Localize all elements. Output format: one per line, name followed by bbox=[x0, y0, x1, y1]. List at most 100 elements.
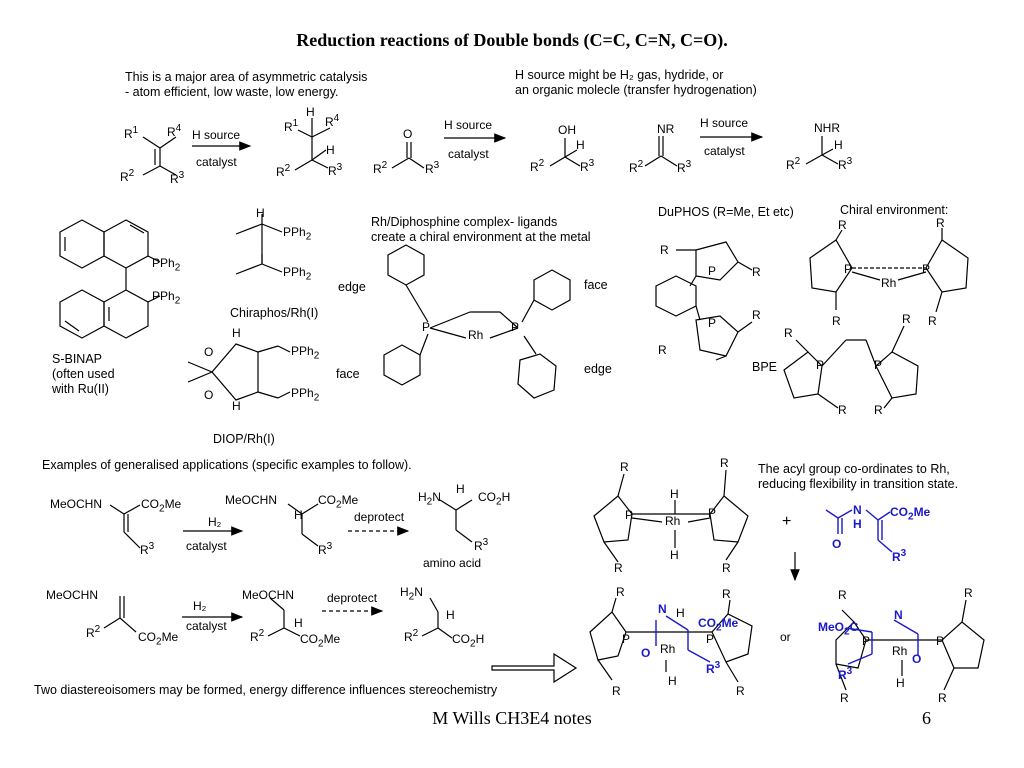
label-rh-ts2: Rh bbox=[892, 644, 908, 658]
reagent-label-2-bottom: catalyst bbox=[448, 147, 489, 161]
reagent-label-1-top: H source bbox=[192, 128, 241, 142]
page-title: Reduction reactions of Double bonds (C=C… bbox=[296, 30, 728, 50]
label-p-complex-2: P bbox=[511, 320, 520, 334]
label-o: O bbox=[403, 127, 413, 141]
label-o-ts1: O bbox=[641, 646, 651, 660]
label-nh-ts2: N bbox=[894, 608, 903, 622]
label-r4-prod: R4 bbox=[325, 113, 340, 129]
label-co2me-ts2: MeO2C bbox=[818, 620, 859, 638]
label-h-aa-1: H bbox=[456, 482, 465, 496]
label-pph2-diop-2: PPh2 bbox=[291, 386, 320, 404]
label-r-ts1-4: R bbox=[736, 684, 745, 698]
label-co2me-3: CO2Me bbox=[138, 630, 179, 648]
label-r3-prod: R3 bbox=[328, 162, 343, 178]
label-meocohn-2: MeOCHN bbox=[225, 493, 278, 507]
intro-line-1: This is a major area of asymmetric catal… bbox=[125, 70, 368, 84]
label-h-diop-2: H bbox=[232, 399, 241, 413]
label-meocohn-4: MeOCHN bbox=[242, 588, 295, 602]
label-pph2-chiraphos-1: PPh2 bbox=[283, 225, 312, 243]
label-r-duphos-2: R bbox=[752, 265, 761, 279]
alkene-substrate bbox=[142, 136, 177, 176]
label-h-ts2: H bbox=[896, 676, 905, 690]
label-r3-blue: R3 bbox=[892, 548, 907, 564]
rh-hydride-complex bbox=[593, 469, 749, 563]
acyl-note-2: reducing flexibility in transition state… bbox=[758, 477, 959, 491]
label-h-diop-1: H bbox=[232, 326, 241, 340]
label-r3-prod-1: R3 bbox=[318, 541, 333, 557]
label-o-ts2: O bbox=[912, 652, 922, 666]
label-h-prod-2: H bbox=[294, 616, 303, 630]
plus-sign: + bbox=[782, 513, 792, 530]
label-o-diop-1: O bbox=[204, 345, 214, 359]
label-r-hyd-3: R bbox=[614, 561, 623, 575]
label-r-chiral-1: R bbox=[838, 218, 847, 232]
label-p-ts1-1: P bbox=[622, 632, 631, 646]
amine-product bbox=[805, 136, 839, 165]
label-oh: OH bbox=[558, 123, 576, 137]
label-o-blue: O bbox=[832, 537, 842, 551]
rh-complex-line-1: Rh/Diphosphine complex- ligands bbox=[371, 215, 558, 229]
label-pph2-diop-1: PPh2 bbox=[291, 344, 320, 362]
bpe-structure bbox=[783, 325, 919, 409]
binap-label: S-BINAP bbox=[52, 352, 103, 366]
transition-state-left bbox=[589, 597, 753, 683]
applications-heading: Examples of generalised applications (sp… bbox=[42, 458, 412, 472]
label-co2me-1: CO2Me bbox=[141, 497, 182, 515]
label-nh-ts1: N bbox=[658, 602, 667, 616]
reagent-label-3-bottom: catalyst bbox=[704, 144, 745, 158]
amino-acid-label: amino acid bbox=[423, 556, 482, 570]
face-label-right: face bbox=[584, 278, 608, 292]
label-meocohn-1: MeOCHN bbox=[50, 497, 103, 511]
label-r2-imine: R2 bbox=[629, 159, 644, 175]
label-r2-amine: R2 bbox=[786, 156, 801, 172]
reagent-label-3-top: H source bbox=[700, 116, 749, 130]
label-r-chiral-3: R bbox=[936, 216, 945, 230]
dehydroamino-ester-2 bbox=[103, 596, 137, 633]
label-r2-alcohol: R2 bbox=[530, 158, 545, 174]
label-r-hyd-1: R bbox=[620, 460, 629, 474]
label-co2me-ts1: CO2Me bbox=[698, 616, 739, 634]
chiraphos-structure bbox=[235, 214, 283, 275]
h2-label-2: H₂ bbox=[193, 599, 207, 613]
label-p-chiral-1: P bbox=[844, 262, 853, 276]
alkane-product bbox=[294, 118, 331, 171]
h2-label-1: H₂ bbox=[208, 515, 222, 529]
label-r2-sub-2: R2 bbox=[86, 624, 101, 640]
label-r3-imine: R3 bbox=[677, 159, 692, 175]
label-r3-amine: R3 bbox=[838, 156, 853, 172]
label-co2h-2: CO2H bbox=[452, 632, 485, 650]
reagent-label-2-top: H source bbox=[444, 118, 493, 132]
label-h2n-2: H2N bbox=[400, 585, 423, 603]
intro-line-2: - atom efficient, low waste, low energy. bbox=[125, 85, 339, 99]
label-r-duphos-3: R bbox=[658, 343, 667, 357]
label-r2-ketone: R2 bbox=[373, 160, 388, 176]
chiraphos-label: Chiraphos/Rh(I) bbox=[230, 306, 319, 320]
catalyst-label-1: catalyst bbox=[186, 539, 227, 553]
transition-state-blue-substrates bbox=[655, 615, 919, 665]
label-p-duphos-1: P bbox=[708, 264, 717, 278]
bpe-label: BPE bbox=[752, 360, 778, 374]
label-r3-ketone: R3 bbox=[425, 160, 440, 176]
label-r-hyd-2: R bbox=[720, 456, 729, 470]
label-r-bpe-1: R bbox=[784, 326, 793, 340]
label-r-duphos-4: R bbox=[752, 308, 761, 322]
label-p-chiral-2: P bbox=[922, 262, 931, 276]
label-r-chiral-2: R bbox=[832, 314, 841, 328]
label-p-ts2-1: P bbox=[862, 634, 871, 648]
deprotect-label-2: deprotect bbox=[327, 591, 378, 605]
label-rh-complex: Rh bbox=[468, 328, 484, 342]
imine-substrate bbox=[644, 136, 678, 167]
label-rh-hyd: Rh bbox=[665, 514, 681, 528]
open-arrow bbox=[491, 652, 578, 684]
label-r-ts2-3: R bbox=[964, 586, 973, 600]
label-r2-prod: R2 bbox=[276, 163, 291, 179]
label-h-amine: H bbox=[834, 138, 843, 152]
protected-amino-ester-2 bbox=[267, 597, 301, 637]
label-h-top: H bbox=[306, 105, 315, 119]
label-r-bpe-4: R bbox=[874, 403, 883, 417]
dehydroamino-ester-1 bbox=[109, 504, 141, 549]
label-h2n-1: H2N bbox=[418, 490, 441, 508]
amino-acid-product-2 bbox=[421, 597, 453, 639]
